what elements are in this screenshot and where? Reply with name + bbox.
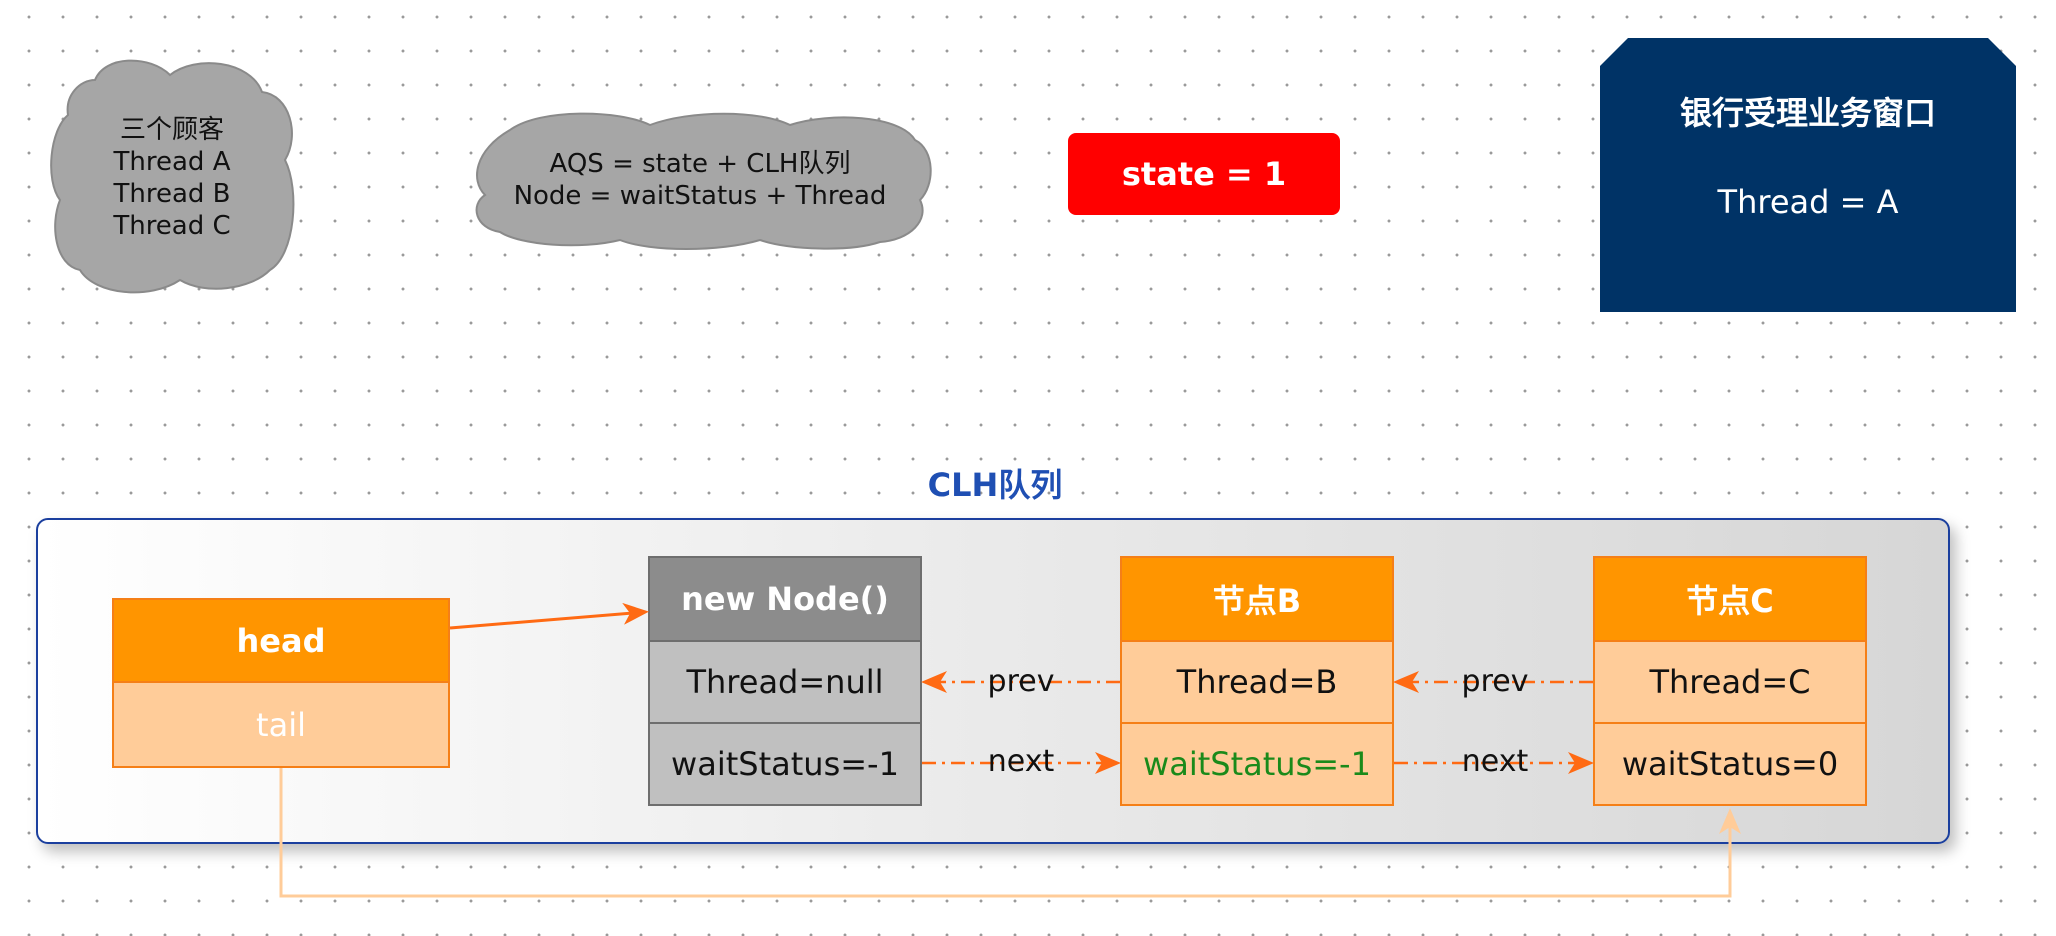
customers-cloud-line: Thread C [113, 211, 231, 241]
head-pointer-arrow [449, 602, 649, 630]
aqs-cloud: AQS = state + CLH队列 Node = waitStatus + … [470, 148, 930, 212]
customers-cloud: 三个顾客 Thread A Thread B Thread C [82, 114, 262, 242]
clh-title: CLH队列 [927, 466, 1063, 504]
customers-cloud-line: 三个顾客 [119, 115, 224, 145]
customers-cloud-line: Thread A [113, 147, 231, 177]
customers-cloud-shape [50, 59, 295, 294]
bank-window-thread: Thread = A [1717, 183, 1899, 221]
customers-cloud-line: Thread B [113, 179, 231, 209]
next-label-2: next [1461, 744, 1529, 779]
node-c-wait-status: waitStatus=0 [1593, 724, 1867, 806]
aqs-cloud-line: AQS = state + CLH队列 [549, 149, 851, 179]
state-box: state = 1 [1068, 133, 1340, 215]
prev-label-2: prev [1461, 664, 1529, 699]
node-b: 节点B Thread=B waitStatus=-1 [1120, 556, 1394, 806]
next-label-1: next [987, 744, 1055, 779]
head-cell: head [112, 598, 450, 683]
new-node-title: new Node() [648, 556, 922, 642]
new-node-wait-status: waitStatus=-1 [648, 724, 922, 806]
node-c-thread: Thread=C [1593, 642, 1867, 724]
new-node-thread: Thread=null [648, 642, 922, 724]
node-b-wait-status: waitStatus=-1 [1120, 724, 1394, 806]
aqs-cloud-shape [475, 112, 932, 250]
bank-window: 银行受理业务窗口 Thread = A [1600, 38, 2016, 312]
aqs-cloud-line: Node = waitStatus + Thread [513, 181, 887, 211]
tail-pointer-arrow [279, 768, 1741, 898]
node-c-title: 节点C [1593, 556, 1867, 642]
new-node: new Node() Thread=null waitStatus=-1 [648, 556, 922, 806]
node-b-title: 节点B [1120, 556, 1394, 642]
prev-label-1: prev [987, 664, 1055, 699]
node-b-thread: Thread=B [1120, 642, 1394, 724]
node-c: 节点C Thread=C waitStatus=0 [1593, 556, 1867, 806]
tail-cell: tail [112, 683, 450, 768]
bank-window-title: 银行受理业务窗口 [1679, 94, 1936, 132]
head-node: head tail [112, 598, 450, 768]
